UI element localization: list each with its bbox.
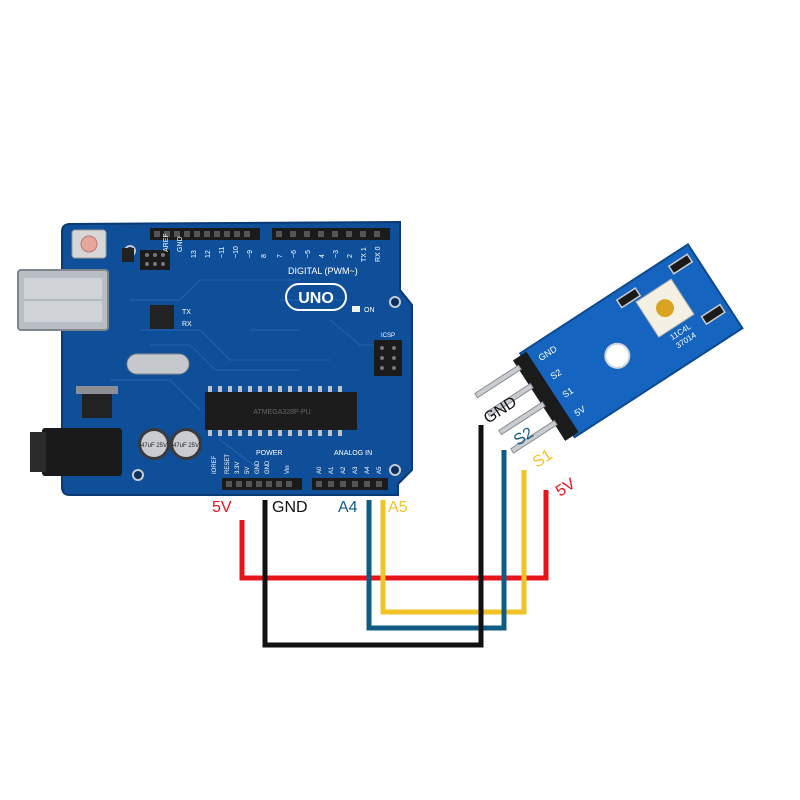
gnd-label: GND bbox=[177, 236, 184, 252]
on-label: ON bbox=[364, 307, 375, 314]
icsp-header: ICSP bbox=[374, 333, 402, 376]
digital-header-label: DIGITAL (PWM~) bbox=[288, 266, 358, 276]
wires bbox=[239, 425, 549, 648]
uno-logo: UNO bbox=[285, 283, 347, 311]
sensor-mount-hole bbox=[604, 342, 631, 369]
pin-label: 8 bbox=[261, 254, 268, 258]
label-sensor-s2: S2 bbox=[511, 424, 537, 449]
label-arduino-a5: A5 bbox=[388, 499, 408, 516]
pin-label: 5V bbox=[245, 467, 251, 474]
crystal-oscillator bbox=[126, 353, 190, 375]
smd-resistor bbox=[700, 303, 726, 326]
pin-label: A4 bbox=[365, 466, 371, 474]
analog-header-label: ANALOG IN bbox=[334, 450, 372, 457]
pin-label: A3 bbox=[353, 466, 359, 474]
pin-label: 7 bbox=[277, 254, 284, 258]
pin-label: GND bbox=[265, 460, 271, 474]
power-header-label: POWER bbox=[256, 450, 282, 457]
chip-label: ATMEGA328P-PU bbox=[253, 409, 310, 416]
smd-resistor bbox=[667, 253, 694, 275]
pin-label: RX 0 bbox=[375, 246, 382, 262]
pin-label: RESET bbox=[225, 454, 231, 474]
mount-hole bbox=[389, 296, 401, 308]
capacitor-label: 47uF 25V bbox=[173, 443, 199, 449]
analog-header bbox=[312, 478, 388, 490]
label-sensor-5v: 5V bbox=[553, 475, 579, 500]
wire-gnd bbox=[262, 425, 484, 648]
icsp-label: ICSP bbox=[381, 333, 395, 339]
digital-header bbox=[150, 228, 390, 240]
usb-chip bbox=[150, 305, 174, 329]
wire-a5-s1 bbox=[380, 470, 527, 615]
power-pin-labels: IOREF RESET 3.3V 5V GND GND Vin bbox=[212, 454, 291, 474]
pin-label: IOREF bbox=[212, 455, 218, 474]
pin-label: 3.3V bbox=[235, 462, 241, 474]
pin-label: Vin bbox=[285, 465, 291, 474]
pin-label: ~10 bbox=[233, 246, 240, 258]
pin-label: 4 bbox=[319, 254, 326, 258]
pin-label: 13 bbox=[191, 250, 198, 258]
pin-label: ~6 bbox=[291, 250, 298, 258]
pin-label: 12 bbox=[205, 250, 212, 258]
pin-label: A5 bbox=[377, 466, 383, 474]
sensor-header bbox=[512, 351, 579, 441]
capacitors: 47uF 25V 47uF 25V bbox=[138, 428, 202, 460]
arduino-uno-board: 47uF 25V 47uF 25V ICSP bbox=[17, 220, 413, 496]
label-arduino-a4: A4 bbox=[338, 499, 358, 516]
wire-a4-s2 bbox=[366, 450, 507, 631]
pin-label: TX 1 bbox=[361, 247, 368, 262]
label-arduino-gnd: GND bbox=[272, 499, 308, 516]
sensor-pins bbox=[474, 364, 558, 454]
mount-hole bbox=[132, 469, 144, 481]
small-chip bbox=[122, 248, 134, 262]
dc-power-jack bbox=[42, 428, 122, 476]
pin-label: ~11 bbox=[219, 247, 226, 258]
sensor-module: 11C4L 37014 GND S2 S1 5V bbox=[474, 242, 744, 454]
pin-label: A1 bbox=[329, 466, 335, 474]
atmega-chip: ATMEGA328P-PU bbox=[205, 386, 357, 436]
pin-label: ~3 bbox=[333, 250, 340, 258]
pin-label: ~9 bbox=[247, 250, 254, 258]
on-led bbox=[352, 306, 360, 312]
label-arduino-5v: 5V bbox=[212, 499, 232, 516]
aref-label: AREF bbox=[163, 233, 170, 252]
pin-label: ~5 bbox=[305, 250, 312, 258]
mount-hole bbox=[389, 464, 401, 476]
smd-resistor bbox=[615, 287, 642, 309]
wire-5v bbox=[239, 490, 549, 581]
capacitor-label: 47uF 25V bbox=[141, 443, 167, 449]
pin-label: GND bbox=[255, 460, 261, 474]
voltage-regulator bbox=[82, 390, 112, 418]
icsp-header-usb bbox=[140, 250, 170, 270]
power-header bbox=[222, 478, 302, 490]
pin-label: A0 bbox=[317, 466, 323, 474]
pin-label: A2 bbox=[341, 466, 347, 474]
digital-pin-labels: AREF GND 13 12 ~11 ~10 ~9 8 7 ~6 ~5 4 ~3… bbox=[163, 233, 382, 262]
analog-pin-labels: A0 A1 A2 A3 A4 A5 bbox=[317, 466, 383, 474]
uno-text: UNO bbox=[298, 290, 334, 307]
pin-label: 2 bbox=[347, 254, 354, 258]
rx-label: RX bbox=[182, 321, 192, 328]
tx-label: TX bbox=[182, 309, 191, 316]
label-sensor-s1: S1 bbox=[530, 446, 556, 471]
